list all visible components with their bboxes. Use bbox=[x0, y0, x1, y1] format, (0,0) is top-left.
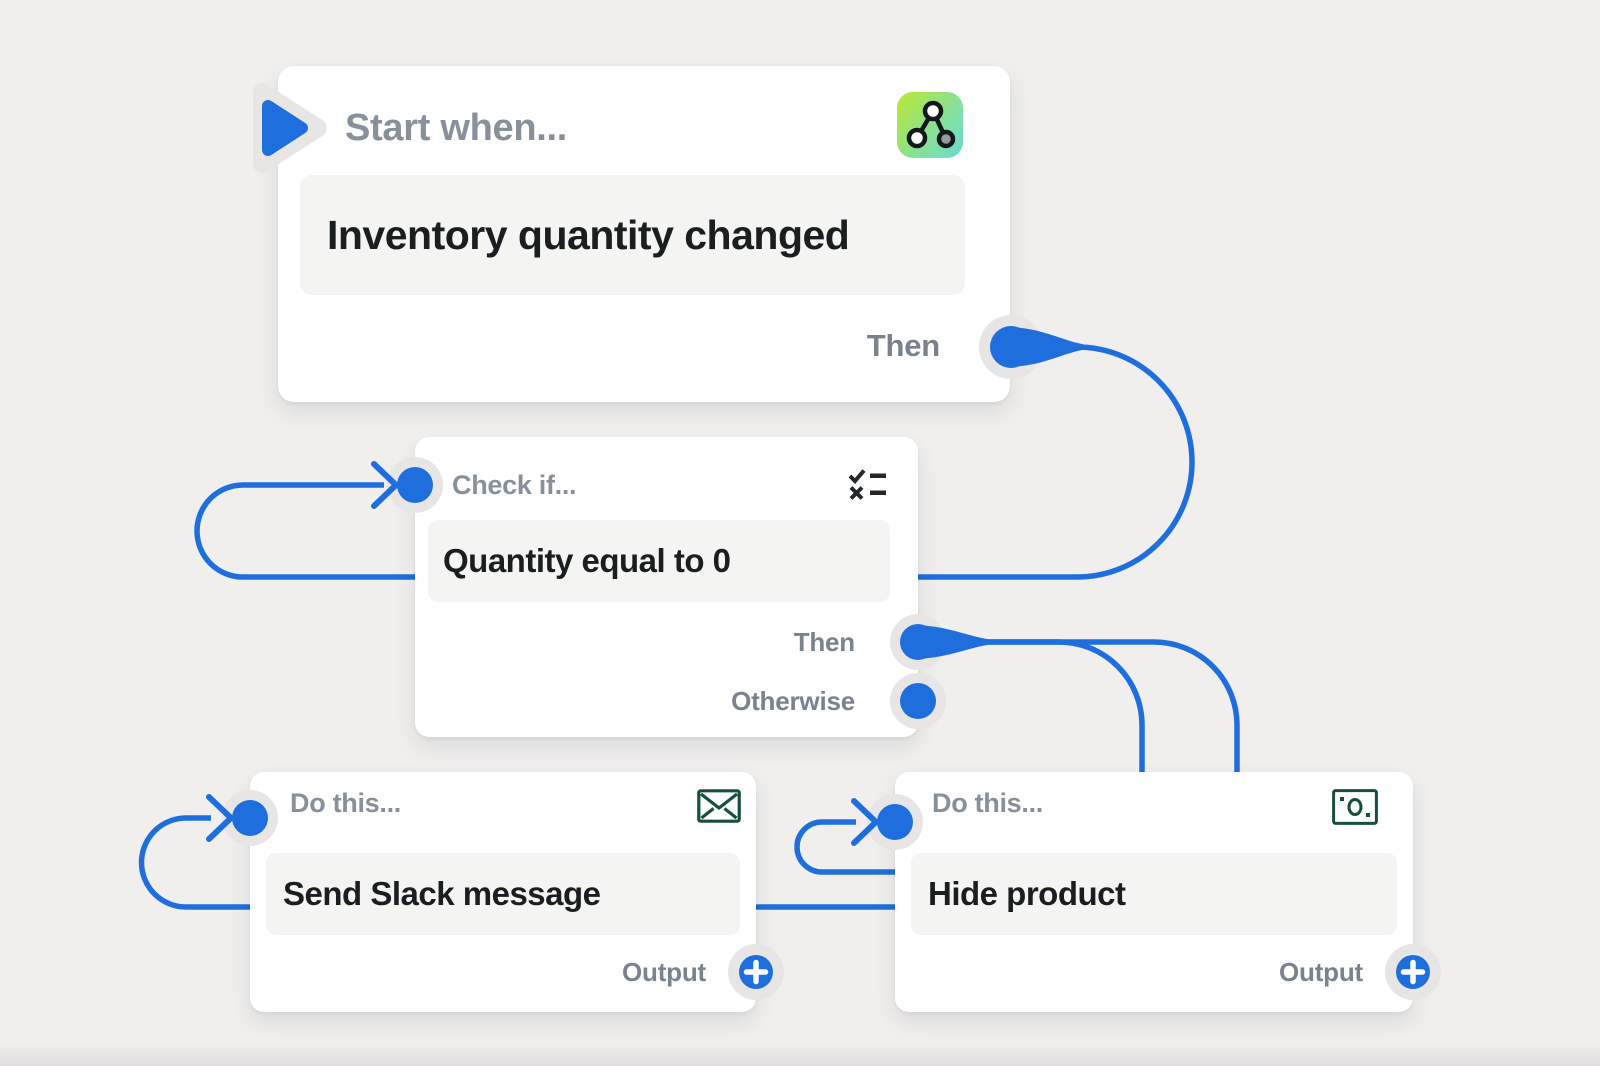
trigger-card-header: Start when... bbox=[345, 107, 568, 149]
workflow-icon bbox=[897, 92, 963, 158]
condition-body-box[interactable]: Quantity equal to 0 bbox=[428, 520, 890, 602]
trigger-then-port-tail bbox=[1011, 327, 1083, 367]
condition-name: Quantity equal to 0 bbox=[443, 542, 731, 579]
action-slack-body-box[interactable]: Send Slack message bbox=[266, 853, 740, 935]
action-slack-name: Send Slack message bbox=[283, 875, 601, 912]
condition-then-label: Then bbox=[793, 627, 856, 657]
banknote-icon bbox=[1332, 789, 1378, 825]
hide-input-arrowhead-icon bbox=[851, 798, 879, 846]
condition-card[interactable]: Check if... Quantity equal to 0 Then Oth… bbox=[415, 437, 918, 737]
action-hide-name: Hide product bbox=[928, 875, 1126, 912]
action-slack-output-label: Output bbox=[622, 957, 706, 987]
trigger-body-box[interactable]: Inventory quantity changed bbox=[300, 175, 965, 295]
action-hide-card[interactable]: Do this... Hide product Output bbox=[895, 772, 1413, 1012]
action-hide-body-box[interactable]: Hide product bbox=[911, 853, 1397, 935]
action-hide-header: Do this... bbox=[932, 788, 1043, 818]
trigger-name: Inventory quantity changed bbox=[327, 212, 850, 258]
trigger-card[interactable]: Start when... Inventory quantity changed… bbox=[278, 66, 1010, 402]
condition-otherwise-label: Otherwise bbox=[731, 686, 855, 716]
action-hide-output-label: Output bbox=[1279, 957, 1363, 987]
condition-card-header: Check if... bbox=[452, 470, 577, 500]
condition-input-arrowhead-icon bbox=[371, 461, 399, 509]
action-slack-card[interactable]: Do this... Send Slack message Output bbox=[250, 772, 756, 1012]
canvas-bottom-shadow bbox=[0, 1042, 1600, 1066]
checklist-icon bbox=[848, 468, 888, 500]
trigger-then-label: Then bbox=[866, 328, 940, 363]
slack-input-arrowhead-icon bbox=[206, 794, 234, 842]
envelope-icon bbox=[697, 789, 741, 823]
action-slack-header: Do this... bbox=[290, 788, 401, 818]
condition-then-port-tail bbox=[918, 625, 989, 659]
